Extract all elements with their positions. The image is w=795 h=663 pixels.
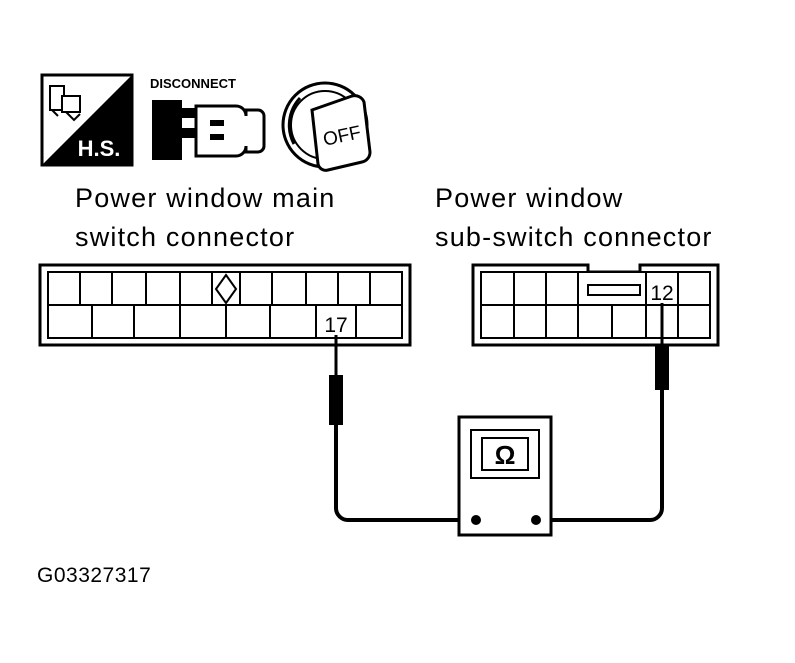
main-terminal-number: 17 — [324, 314, 347, 337]
right-probe-lead — [536, 303, 669, 522]
harness-sensor-icon: H.S. — [40, 73, 134, 167]
figure-code: G03327317 — [37, 564, 151, 587]
sub-connector-latch-slot — [587, 284, 641, 296]
sub-terminal-number: 12 — [650, 282, 673, 305]
sub-connector-label-line2: sub-switch connector — [435, 222, 713, 252]
ohmmeter: Ω — [457, 415, 553, 537]
main-connector-label-line1: Power window main — [75, 183, 336, 213]
connector-glyph-icon — [49, 85, 81, 122]
left-probe-lead — [329, 335, 476, 522]
main-switch-connector: 17 — [38, 263, 412, 347]
main-connector-label-line2: switch connector — [75, 222, 295, 252]
ohm-symbol: Ω — [495, 440, 516, 470]
ignition-key-icon: OFF — [281, 81, 372, 172]
harness-badge-text: H.S. — [78, 136, 121, 161]
meter-terminal-negative — [471, 515, 481, 525]
connector-key-marker — [214, 273, 238, 305]
meter-terminal-positive — [531, 515, 541, 525]
disconnect-icon: DISCONNECT — [150, 76, 266, 160]
sub-connector-label-line1: Power window — [435, 183, 623, 213]
sub-switch-connector: 12 — [471, 263, 720, 347]
disconnect-label: DISCONNECT — [150, 76, 236, 91]
